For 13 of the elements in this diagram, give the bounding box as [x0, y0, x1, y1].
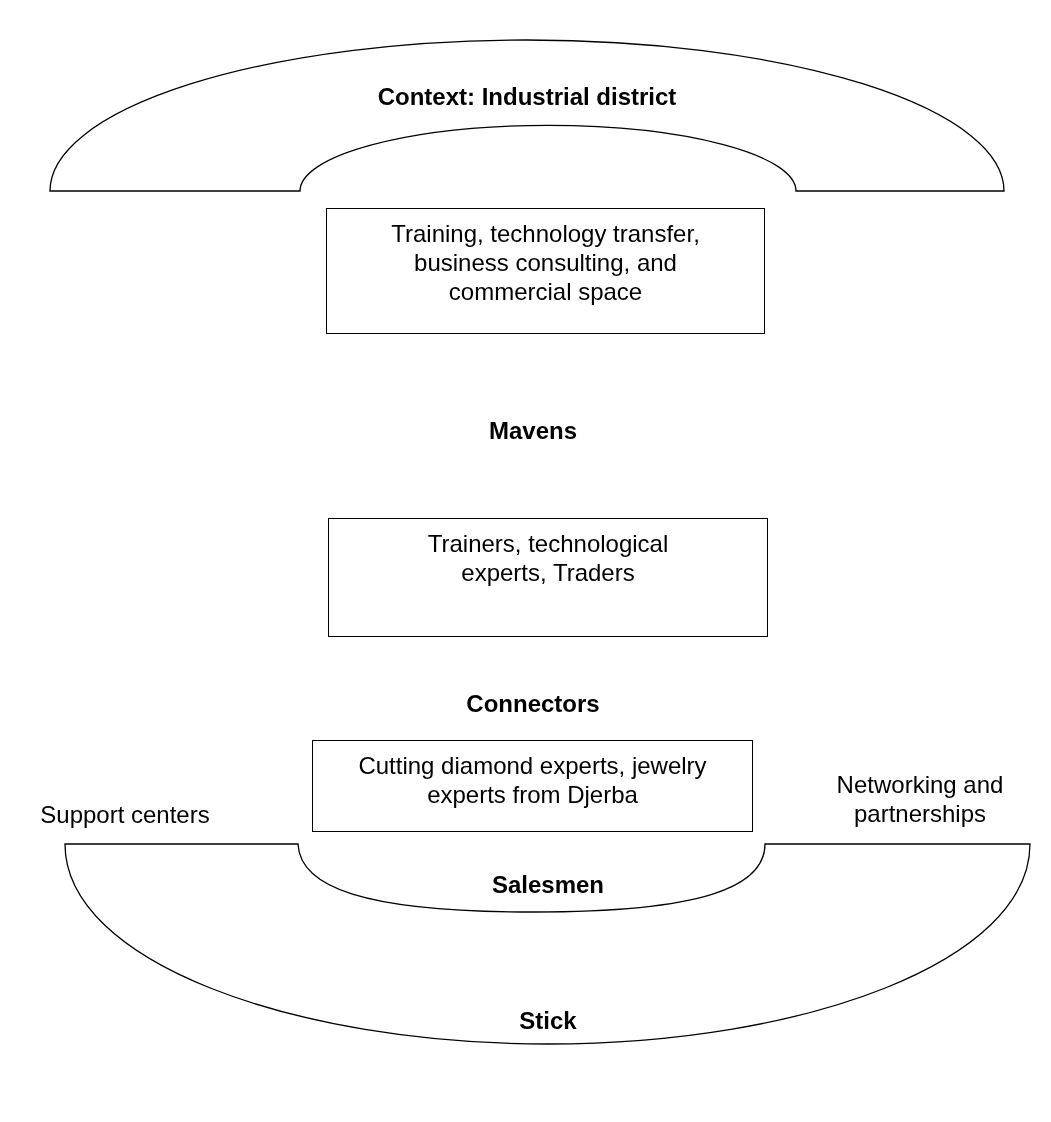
node-text: Training, technology transfer, business consulting, and commercial space [390, 219, 701, 306]
node-text: Context: Industrial district [376, 82, 678, 111]
text-box [312, 740, 753, 832]
node-text: Trainers, technological experts, Traders [426, 529, 670, 587]
section-heading: Connectors [465, 689, 601, 718]
side-label: Networking and partnerships [835, 770, 1005, 828]
node-text: Stick [518, 1006, 578, 1035]
node-text: Cutting diamond experts, jewelry experts from Djerba [357, 751, 708, 809]
text-box [328, 518, 768, 637]
section-heading: Mavens [487, 416, 578, 445]
node-text: Salesmen [490, 870, 606, 899]
text-box [326, 208, 765, 334]
side-label: Support centers [39, 800, 211, 829]
